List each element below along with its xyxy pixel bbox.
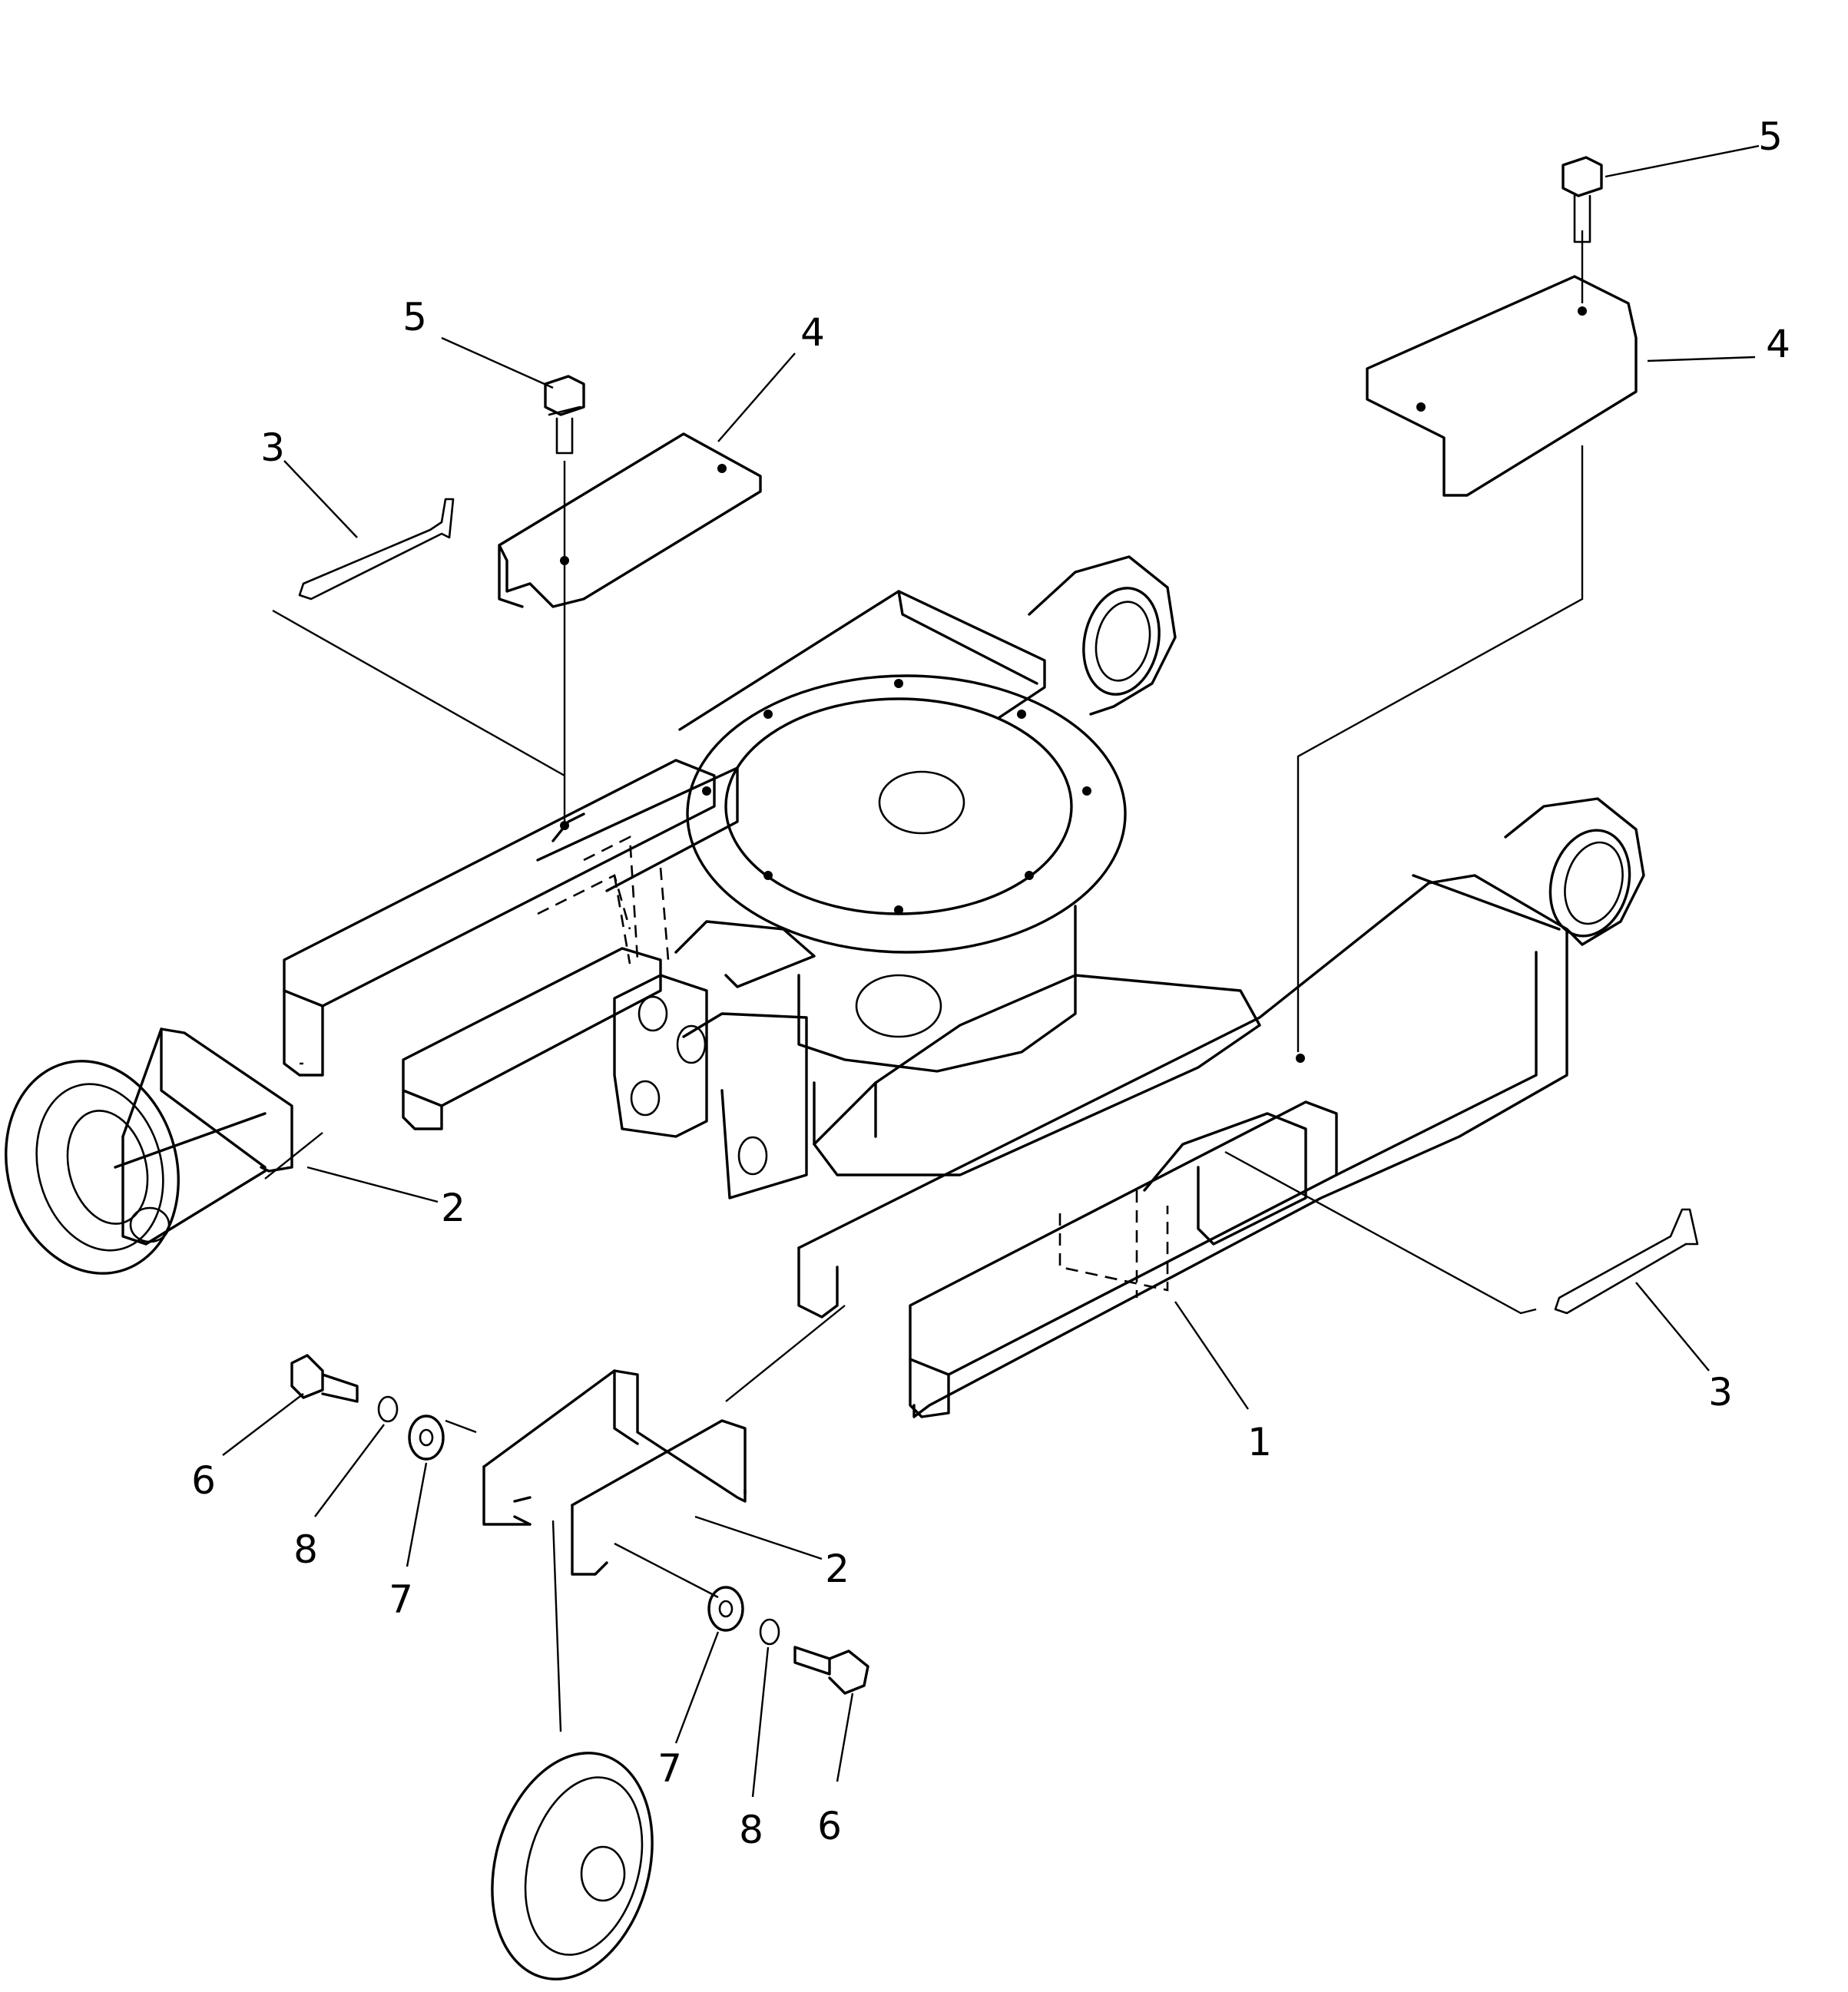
callout-5-left: 5 xyxy=(402,295,427,339)
callout-6-left: 6 xyxy=(191,1458,216,1503)
callout-7-left: 7 xyxy=(389,1577,413,1622)
roller-bracket-bottom xyxy=(482,1369,747,1576)
callout-8-left: 8 xyxy=(293,1527,318,1572)
cover-plate-left xyxy=(498,432,762,608)
spacer-right xyxy=(707,1586,744,1632)
washer-left xyxy=(377,1395,399,1423)
callout-7-right: 7 xyxy=(657,1746,682,1791)
hex-bolt-right xyxy=(793,1646,869,1695)
callout-3-right: 3 xyxy=(1708,1370,1733,1415)
callout-8-right: 8 xyxy=(739,1808,763,1852)
callout-3-left: 3 xyxy=(260,425,285,470)
spacer-left xyxy=(408,1415,445,1461)
callout-2-bottom: 2 xyxy=(825,1547,849,1591)
callout-4-right: 4 xyxy=(1766,322,1790,366)
cover-plate-right xyxy=(1366,275,1638,497)
idler-wheel-bottom xyxy=(491,1752,654,1980)
callout-4-left: 4 xyxy=(800,310,825,355)
callouts: 5 4 3 5 4 2 3 1 6 8 7 2 7 xyxy=(191,114,1790,1852)
assembly-lines xyxy=(264,230,1584,1732)
washer-right xyxy=(759,1618,780,1646)
callout-5-right: 5 xyxy=(1758,114,1783,159)
left-idler-assembly xyxy=(5,1027,293,1275)
track-frame xyxy=(283,555,1645,1418)
callout-1: 1 xyxy=(1247,1420,1272,1464)
callout-6-right: 6 xyxy=(817,1804,842,1848)
cover-bolt-right xyxy=(1562,156,1603,243)
long-bolt-left xyxy=(298,498,455,601)
hex-bolt-left xyxy=(290,1354,359,1403)
long-bolt-right xyxy=(1554,1208,1699,1315)
callout-2-left: 2 xyxy=(441,1186,465,1230)
cover-bolt-left xyxy=(544,375,585,455)
